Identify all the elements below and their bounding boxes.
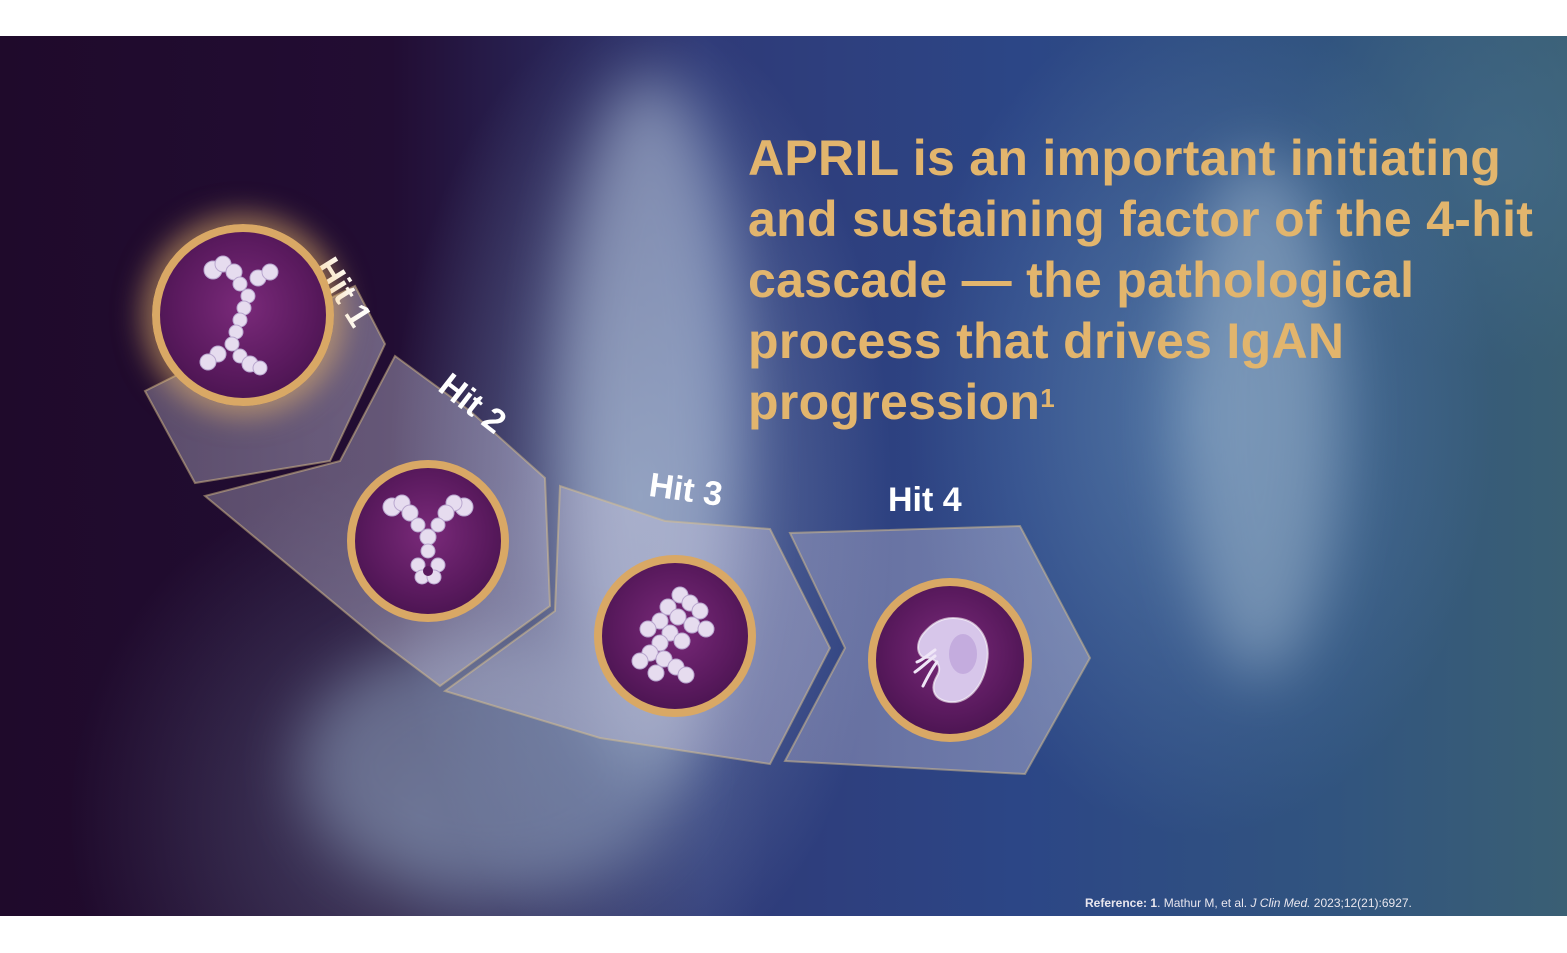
background-streak: [1180, 156, 1340, 676]
kidney-icon: [913, 616, 989, 704]
reference-journal: J Clin Med.: [1250, 896, 1311, 910]
reference-prefix: Reference:: [1085, 896, 1148, 910]
reference-citation: 2023;12(21):6927.: [1310, 896, 1412, 910]
reference-number: 1: [1150, 896, 1158, 910]
antibody-monomer-icon: [199, 255, 279, 376]
hit-3-circle: [594, 555, 756, 717]
headline-superscript: 1: [1040, 383, 1056, 413]
hit-4-circle: [868, 578, 1032, 742]
reference-note: Reference: 1. Mathur M, et al. J Clin Me…: [1085, 896, 1412, 910]
headline: APRIL is an important initiating and sus…: [748, 130, 1534, 430]
hit-2-circle: [347, 460, 509, 622]
hit-4-label: Hit 4: [888, 481, 962, 519]
reference-authors: . Mathur M, et al.: [1157, 896, 1251, 910]
hit-1-circle: [152, 224, 334, 406]
antibody-icon: [382, 494, 474, 585]
immune-complex-icon: [631, 586, 715, 684]
hero-panel: APRIL is an important initiating and sus…: [0, 36, 1567, 916]
